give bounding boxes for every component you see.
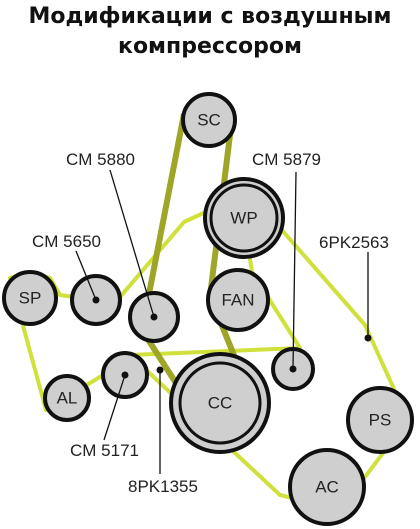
pulley-ac: AC xyxy=(288,448,366,526)
label-6pk2563: 6PK2563 xyxy=(319,233,389,252)
title-line-1: Модификации с воздушным xyxy=(28,4,392,29)
label-cm5650: CM 5650 xyxy=(32,232,101,251)
leader-cm5880 xyxy=(109,169,155,318)
pulley-wp: WP xyxy=(203,177,285,259)
pulley-cc-label: CC xyxy=(208,394,233,413)
pulley-fan: FAN xyxy=(206,268,270,332)
pulley-al: AL xyxy=(43,374,91,422)
leader-cm5879 xyxy=(292,171,297,370)
leader-cm5650 xyxy=(75,250,97,301)
label-cm5880: CM 5880 xyxy=(66,150,135,169)
pulley-sc: SC xyxy=(181,92,237,148)
label-cm5171: CM 5171 xyxy=(70,441,139,460)
diagram-title: Модификации с воздушным компрессором xyxy=(0,0,420,62)
marker-6pk2563 xyxy=(364,334,372,342)
pulley-fan-label: FAN xyxy=(221,291,254,310)
pulley-sp-label: SP xyxy=(19,289,42,308)
pulley-ps: PS xyxy=(346,386,414,454)
pulley-al-label: AL xyxy=(57,389,78,408)
pulley-sc-label: SC xyxy=(197,111,221,130)
title-line-2: компрессором xyxy=(118,34,302,59)
leader-cm5171 xyxy=(103,374,126,441)
label-8pk1355: 8PK1355 xyxy=(128,477,198,496)
marker-8pk1355 xyxy=(156,366,164,374)
pulley-wp-label: WP xyxy=(230,209,257,228)
label-cm5879: CM 5879 xyxy=(252,150,321,169)
pulley-sp: SP xyxy=(2,270,58,326)
pulley-ps-label: PS xyxy=(369,411,392,430)
pulley-ac-label: AC xyxy=(315,478,339,497)
pulley-cc: CC xyxy=(169,352,271,454)
